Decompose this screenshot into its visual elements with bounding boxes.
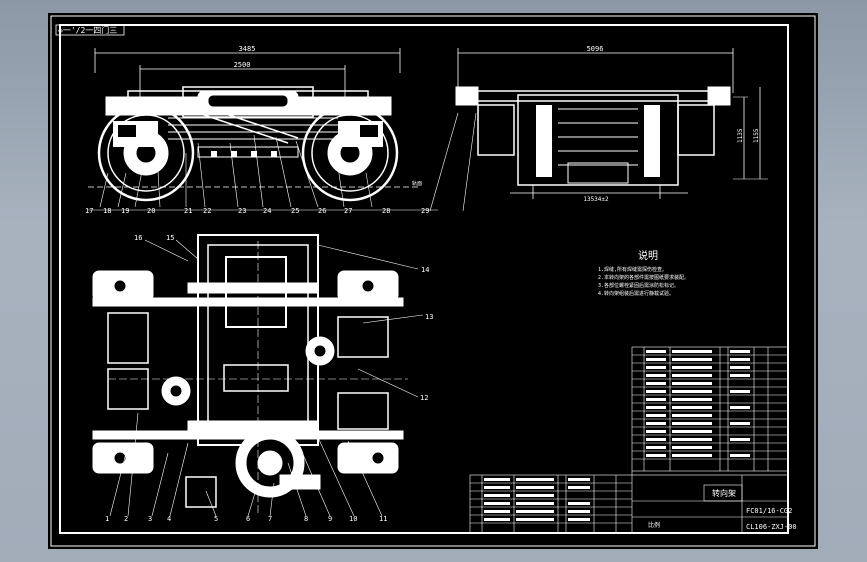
balloon-label: 22	[203, 207, 211, 215]
balloon-label: 16	[134, 234, 142, 242]
title-block-label: 转向架	[712, 488, 736, 498]
dim-side-h1: 1135	[737, 128, 744, 143]
title-block-footer: 比例	[648, 521, 660, 529]
dim-rail: 轨面	[412, 180, 422, 187]
drawing-number-2: CL106-ZXJ-00	[746, 523, 797, 531]
balloon-label: 17	[85, 207, 93, 215]
balloon-label: 14	[421, 266, 429, 274]
notes-line: 2.本转向架的各部件需按图纸要求装配。	[598, 274, 689, 281]
balloon-label: 20	[147, 207, 155, 215]
inner-frame	[59, 24, 789, 534]
balloon-label: 3	[148, 515, 152, 523]
balloon-label: 1	[105, 515, 109, 523]
dim-front-total: 3485	[239, 45, 256, 53]
balloon-label: 9	[328, 515, 332, 523]
balloon-label: 7	[268, 515, 272, 523]
balloon-label: 8	[304, 515, 308, 523]
plan-balloons: 1 2 3 4 5 6 7 8 9 10 11 12 13 14 15 16	[105, 234, 433, 523]
balloon-label: 24	[263, 207, 271, 215]
dim-side-total: 5096	[587, 45, 604, 53]
balloon-label: 10	[349, 515, 357, 523]
dim-front-inner: 2500	[234, 61, 251, 69]
balloon-label: 23	[238, 207, 246, 215]
notes-title: 说明	[638, 249, 658, 262]
dim-side-bottom: 13534±2	[583, 196, 609, 203]
front-balloons: 17 18 19 20 21 22 23 24 25 26 27 28 29	[85, 207, 429, 215]
balloon-label: 12	[420, 394, 428, 402]
outer-frame	[50, 15, 816, 547]
notes-line: 1.焊缝,所有焊缝需探伤检查。	[598, 266, 667, 273]
drawing-number-1: FC01/16-CG2	[746, 507, 792, 515]
balloon-label: 25	[291, 207, 299, 215]
balloon-label: 15	[166, 234, 174, 242]
side-view	[455, 48, 768, 212]
plan-view	[92, 234, 424, 517]
parts-list-rows	[484, 350, 750, 521]
cad-drawing: ◇一'/2一四门三	[50, 15, 816, 547]
balloon-label: 4	[167, 515, 171, 523]
balloon-label: 18	[103, 207, 111, 215]
balloon-label: 28	[382, 207, 390, 215]
balloon-label: 5	[214, 515, 218, 523]
balloon-label: 13	[425, 313, 433, 321]
drawing-sheet: ◇一'/2一四门三	[48, 13, 818, 549]
balloon-label: 19	[121, 207, 129, 215]
notes-line: 4.转向架组装后需进行静载试验。	[598, 290, 674, 297]
notes-line: 3.各部位螺栓紧固后需涂防松标记。	[598, 282, 679, 289]
balloon-label: 29	[421, 207, 429, 215]
balloon-label: 11	[379, 515, 387, 523]
parts-list	[469, 346, 789, 534]
balloon-label: 2	[124, 515, 128, 523]
balloon-label: 27	[344, 207, 352, 215]
header-tag: ◇一'/2一四门三	[58, 25, 117, 35]
balloon-label: 6	[246, 515, 250, 523]
dim-side-h2: 1155	[753, 128, 760, 143]
front-view	[88, 48, 459, 212]
header-tag-box	[55, 24, 125, 36]
balloon-label: 21	[184, 207, 192, 215]
balloon-label: 26	[318, 207, 326, 215]
